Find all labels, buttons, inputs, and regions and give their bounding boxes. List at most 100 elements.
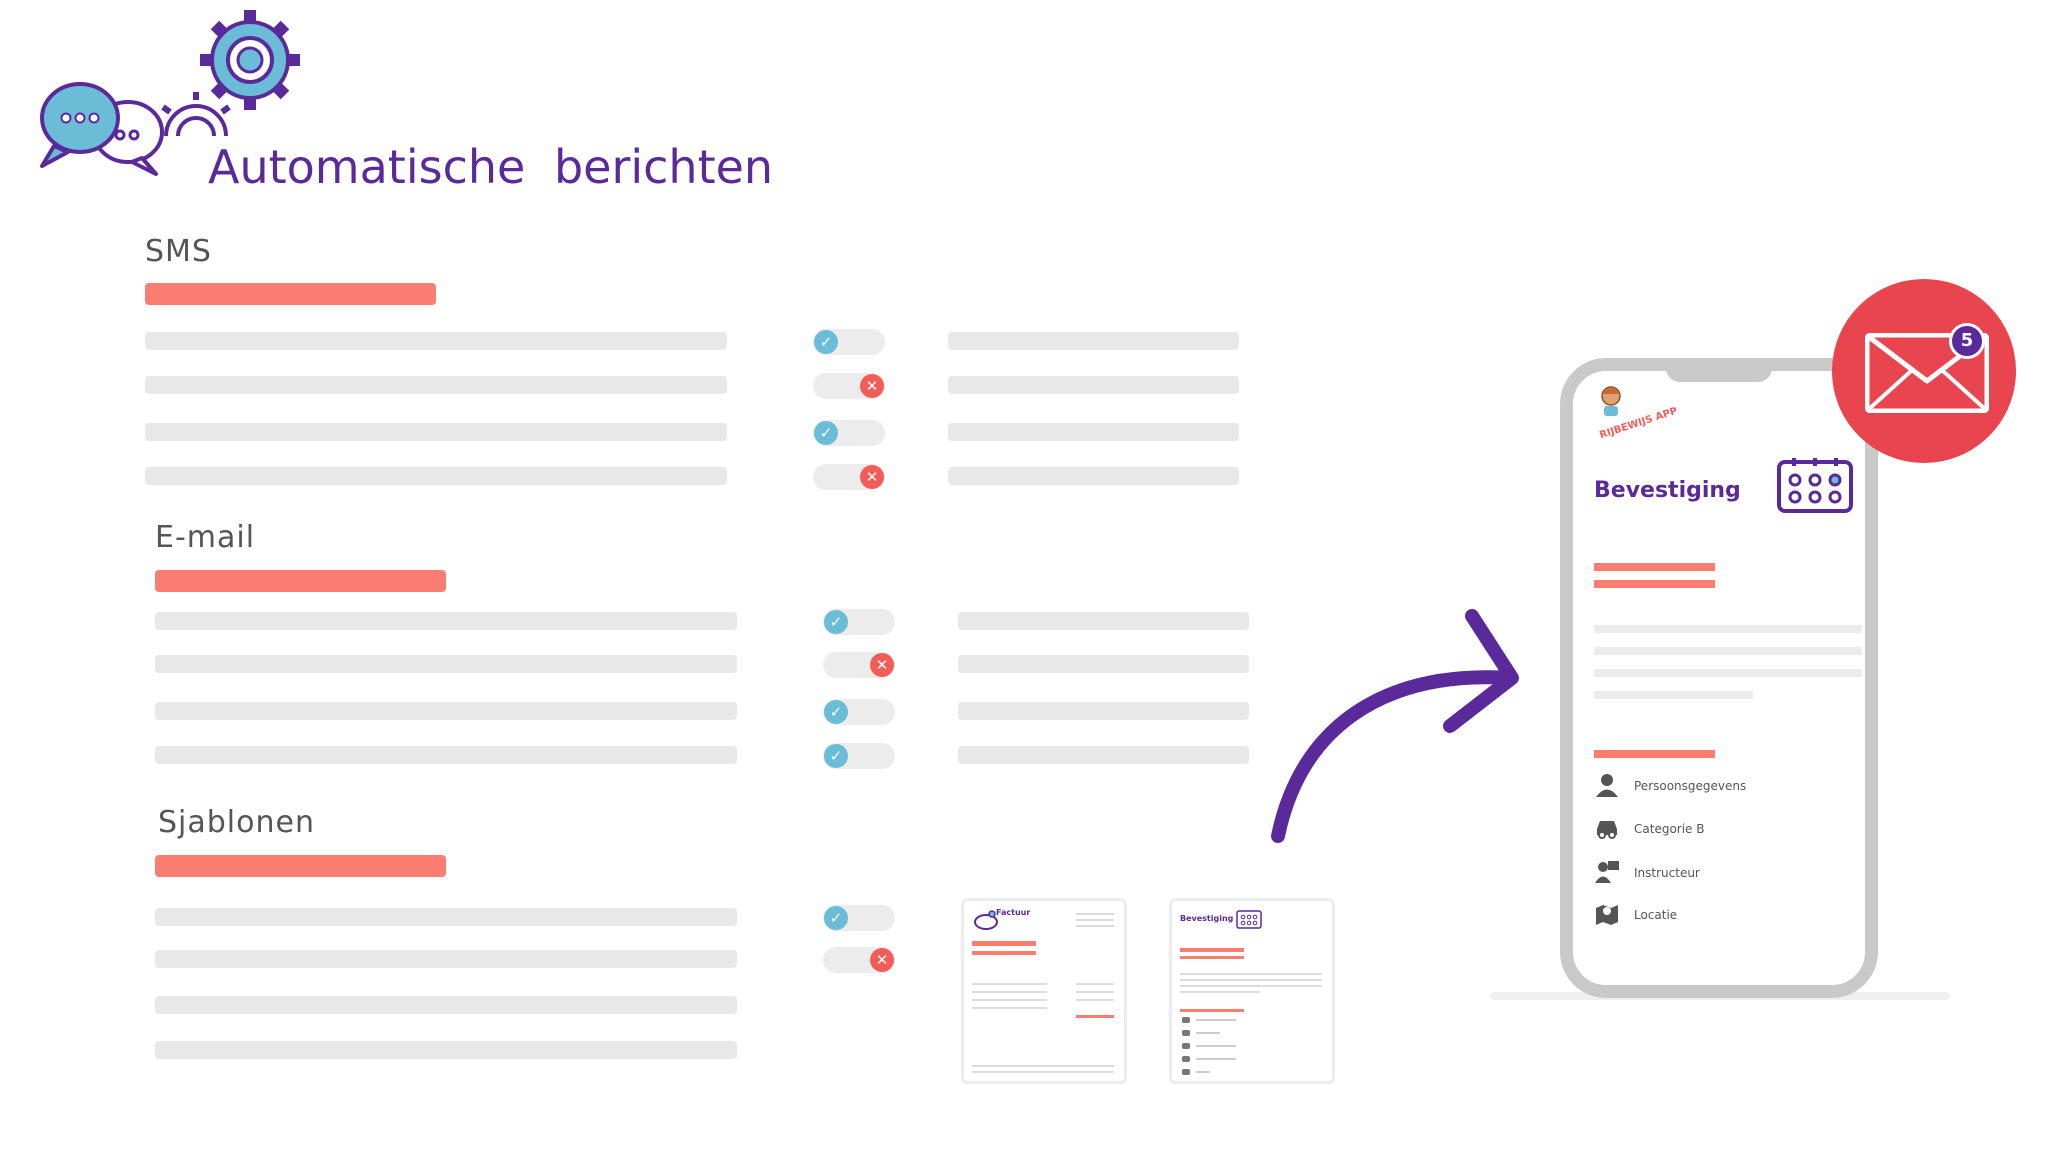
doc-line [1196, 1045, 1236, 1047]
setting-label-placeholder [155, 996, 737, 1014]
person-icon [1596, 774, 1618, 797]
invoice-title: Factuur [996, 908, 1031, 917]
setting-value-placeholder [948, 376, 1239, 394]
phone-item-label: Instructeur [1634, 866, 1700, 880]
check-icon: ✓ [824, 610, 848, 634]
doc-line [1076, 925, 1114, 927]
setting-label-placeholder [145, 467, 727, 485]
check-icon: ✓ [814, 421, 838, 445]
setting-value-placeholder [948, 332, 1239, 350]
section-title-email: E-mail [155, 520, 256, 555]
doc-red-line [972, 951, 1036, 955]
car-icon [1597, 821, 1617, 839]
setting-label-placeholder [155, 655, 737, 673]
templates-toggle-1[interactable]: ✓ [823, 905, 895, 931]
phone-red-line [1594, 750, 1715, 758]
doc-line [1180, 979, 1322, 981]
setting-label-placeholder [155, 950, 737, 968]
phone-text-line [1594, 647, 1862, 655]
setting-label-placeholder [155, 702, 737, 720]
doc-line [1076, 983, 1114, 985]
email-toggle-1[interactable]: ✓ [823, 609, 895, 635]
location-icon [1182, 1069, 1190, 1075]
setting-label-placeholder [145, 332, 727, 350]
setting-label-placeholder [145, 376, 727, 394]
cross-icon: ✕ [860, 465, 884, 489]
doc-line [1076, 991, 1114, 993]
page-title: Automatische berichten [208, 140, 774, 194]
instructor-icon [1182, 1043, 1190, 1049]
section-title-sms: SMS [145, 234, 212, 269]
phone-text-line [1594, 625, 1862, 633]
sms-toggle-2[interactable]: ✕ [813, 373, 885, 399]
location-icon [1596, 905, 1618, 925]
email-toggle-3[interactable]: ✓ [823, 699, 895, 725]
sms-toggle-1[interactable]: ✓ [813, 329, 885, 355]
calendar-icon [1236, 910, 1262, 929]
phone-item-label: Locatie [1634, 908, 1678, 922]
doc-line [1076, 919, 1114, 921]
doc-red-line [1180, 1009, 1244, 1012]
arrow-icon [1271, 609, 1519, 843]
phone-item-label: Categorie B [1634, 822, 1705, 836]
email-toggle-4[interactable]: ✓ [823, 743, 895, 769]
confirmation-title: Bevestiging [1180, 914, 1234, 923]
phone-frame [1560, 358, 1878, 998]
doc-line [972, 1065, 1114, 1067]
doc-red-line [1180, 948, 1244, 952]
doc-line [972, 999, 1047, 1001]
avatar-logo-icon [1601, 386, 1621, 416]
mail-notification[interactable]: 5 [1832, 279, 2016, 463]
phone-title: Bevestiging [1594, 478, 1741, 503]
phone-notch [1666, 360, 1772, 382]
sms-toggle-3[interactable]: ✓ [813, 420, 885, 446]
doc-line [1196, 1071, 1210, 1073]
chat-bubbles-icon [40, 82, 164, 176]
calendar-icon [1777, 458, 1853, 513]
doc-line [972, 1007, 1047, 1009]
section-title-templates: Sjablonen [158, 805, 315, 840]
gears-icon [161, 10, 300, 137]
piggy-bank-icon [974, 910, 998, 930]
cross-icon: ✕ [870, 653, 894, 677]
doc-line [972, 991, 1047, 993]
cross-icon: ✕ [870, 948, 894, 972]
setting-label-placeholder [145, 423, 727, 441]
phone-text-line [1594, 691, 1753, 699]
check-icon: ✓ [824, 744, 848, 768]
doc-line [1196, 1058, 1236, 1060]
doc-line [972, 983, 1047, 985]
setting-label-placeholder [155, 746, 737, 764]
person-icon [1182, 1056, 1190, 1062]
phone-item-label: Persoonsgegevens [1634, 779, 1747, 793]
template-invoice-thumbnail[interactable]: Factuur [961, 898, 1127, 1084]
doc-line [1180, 991, 1260, 993]
doc-line [1196, 1019, 1236, 1021]
setting-value-placeholder [948, 423, 1239, 441]
setting-value-placeholder [948, 467, 1239, 485]
check-icon: ✓ [824, 906, 848, 930]
email-toggle-2[interactable]: ✕ [823, 652, 895, 678]
template-confirmation-thumbnail[interactable]: Bevestiging [1169, 898, 1335, 1084]
section-underline [145, 283, 436, 305]
setting-value-placeholder [958, 746, 1249, 764]
check-icon: ✓ [824, 700, 848, 724]
sms-toggle-4[interactable]: ✕ [813, 464, 885, 490]
instructor-icon [1595, 861, 1619, 883]
cross-icon: ✕ [860, 374, 884, 398]
doc-line [1076, 913, 1114, 915]
setting-label-placeholder [155, 1041, 737, 1059]
setting-value-placeholder [958, 702, 1249, 720]
setting-label-placeholder [155, 908, 737, 926]
section-underline [155, 570, 446, 592]
check-icon: ✓ [814, 330, 838, 354]
templates-toggle-2[interactable]: ✕ [823, 947, 895, 973]
setting-value-placeholder [958, 655, 1249, 673]
setting-label-placeholder [155, 612, 737, 630]
doc-red-line [1180, 956, 1244, 959]
doc-red-line [972, 941, 1036, 946]
doc-line [972, 1071, 1114, 1073]
phone-red-line [1594, 563, 1715, 571]
phone-text-line [1594, 669, 1862, 677]
doc-line [1180, 973, 1322, 975]
